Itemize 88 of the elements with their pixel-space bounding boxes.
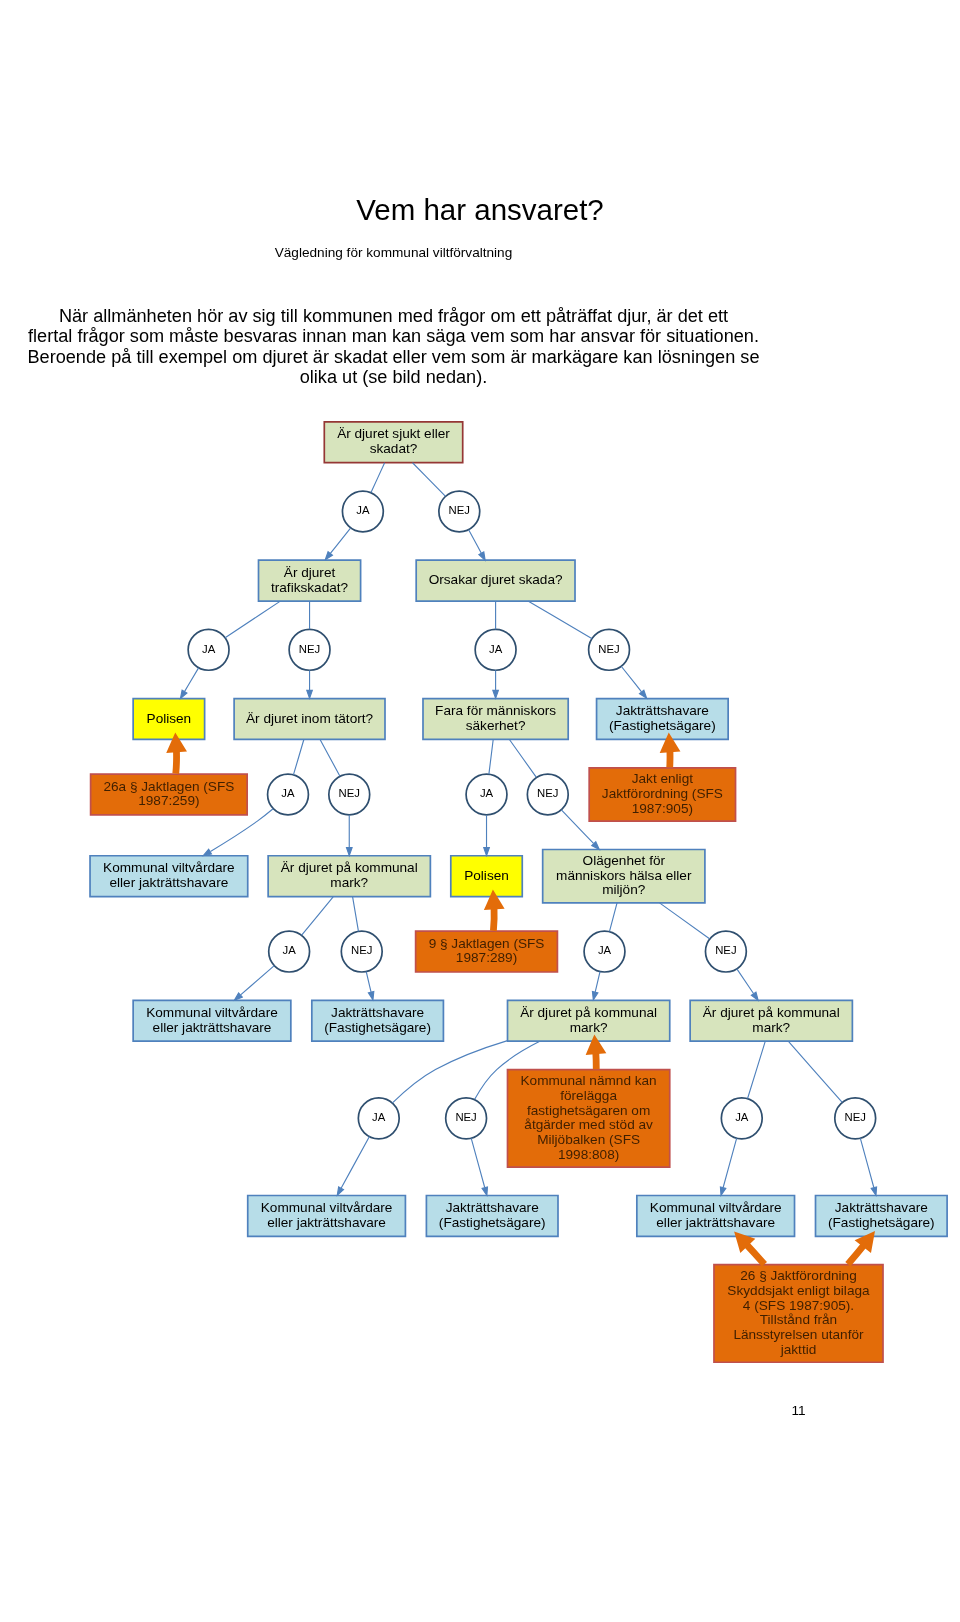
connector bbox=[411, 461, 446, 497]
node-box: Jakträttshavare (Fastighetsägare) bbox=[425, 1194, 559, 1237]
node-circle: JA bbox=[583, 929, 626, 973]
node-box: Kommunal viltvårdare eller jakträttshavare bbox=[246, 1194, 407, 1237]
arrow bbox=[483, 889, 505, 931]
diagram-title: Vem har ansvaret? bbox=[356, 192, 604, 226]
connector bbox=[527, 600, 593, 639]
node-circle: JA bbox=[267, 929, 311, 973]
node-box: 26a § Jaktlagen (SFS 1987:259) bbox=[89, 772, 248, 816]
node-circle: JA bbox=[465, 772, 508, 816]
arrow bbox=[620, 665, 648, 699]
arrow bbox=[591, 970, 601, 1002]
node-circle: NEJ bbox=[833, 1096, 877, 1140]
node-circle: NEJ bbox=[704, 929, 748, 973]
node-circle: JA bbox=[341, 489, 385, 533]
node-circle: NEJ bbox=[444, 1096, 488, 1140]
node-box: Jakträttshavare (Fastighetsägare) bbox=[814, 1194, 948, 1237]
arrow bbox=[336, 1135, 370, 1197]
node-circle: NEJ bbox=[328, 772, 371, 816]
node-box: Är djuret på kommunal mark? bbox=[506, 999, 671, 1042]
node-circle: NEJ bbox=[288, 628, 331, 671]
node-circle: JA bbox=[187, 628, 230, 671]
arrow bbox=[859, 1137, 878, 1197]
node-circle: NEJ bbox=[438, 489, 481, 533]
arrow bbox=[482, 814, 491, 857]
node-box: Fara för människors säkerhet? bbox=[422, 697, 570, 740]
arrow bbox=[736, 967, 760, 1002]
node-circle: NEJ bbox=[340, 929, 383, 973]
connector bbox=[301, 895, 334, 936]
connector bbox=[474, 1040, 541, 1100]
connector bbox=[370, 461, 386, 493]
arrow bbox=[201, 807, 274, 857]
node-circle: JA bbox=[357, 1096, 401, 1140]
arrow bbox=[166, 731, 187, 774]
connector bbox=[747, 1040, 766, 1099]
node-box: Jakträttshavare (Fastighetsägare) bbox=[595, 697, 729, 740]
node-circle: NEJ bbox=[526, 772, 570, 816]
connector bbox=[319, 738, 341, 777]
connector bbox=[224, 600, 281, 638]
connector bbox=[309, 600, 311, 630]
node-box: Kommunal viltvårdare eller jakträttshavare bbox=[132, 999, 292, 1042]
node-box: Kommunal viltvårdare eller jakträttshavare bbox=[89, 854, 249, 897]
node-circle: JA bbox=[266, 772, 310, 816]
arrow bbox=[585, 1033, 607, 1069]
node-box: 9 § Jaktlagen (SFS 1987:289) bbox=[414, 929, 559, 973]
connector bbox=[292, 738, 305, 775]
connector bbox=[352, 895, 360, 932]
node-box: Är djuret på kommunal mark? bbox=[267, 854, 432, 897]
connector bbox=[391, 1039, 509, 1103]
node-box: Kommunal nämnd kan förelägga fastighetsägaren om åtgärder med stöd av Miljöbalken (SFS 1998:808) bbox=[506, 1068, 671, 1168]
connector bbox=[788, 1040, 843, 1103]
node-box: Olägenhet för människors hälsa eller miljön? bbox=[541, 848, 706, 904]
label: Vägledning för kommunal viltförvaltning bbox=[274, 244, 513, 260]
label: När allmänheten hör av sig till kommunen med frågor om ett påträffat djur, är det ett flertal frågor som måste besvaras innan man kan säga vem som har ansvar för situationen. Beroende på till exempel om djuret är skadat eller vem som är markägare kan lösningen se olika ut (se bild nedan). bbox=[27, 305, 760, 387]
connector bbox=[608, 901, 618, 932]
arrow bbox=[179, 666, 200, 700]
node-box: Jakt enligt Jaktförordning (SFS 1987:905) bbox=[588, 766, 737, 822]
node-box: Polisen bbox=[132, 697, 206, 740]
node-box: Orsakar djuret skada? bbox=[415, 558, 576, 602]
arrow bbox=[345, 814, 353, 857]
arrow bbox=[305, 669, 314, 700]
label: 11 bbox=[791, 1402, 806, 1418]
arrow bbox=[365, 970, 375, 1002]
node-box: Är djuret inom tätort? bbox=[233, 697, 386, 740]
arrow bbox=[233, 964, 275, 1001]
arrow bbox=[719, 1137, 738, 1197]
arrow bbox=[324, 527, 352, 561]
arrow bbox=[845, 1230, 875, 1267]
node-box: Är djuret sjukt eller skadat? bbox=[323, 420, 464, 463]
node-box: Är djuret trafikskadat? bbox=[257, 558, 362, 602]
arrow bbox=[659, 731, 681, 767]
node-circle: JA bbox=[720, 1096, 764, 1140]
node-circle: NEJ bbox=[587, 628, 631, 671]
node-box: Jakträttshavare (Fastighetsägare) bbox=[310, 999, 445, 1042]
connector bbox=[495, 600, 497, 630]
arrow bbox=[492, 669, 500, 700]
node-circle: JA bbox=[474, 628, 517, 671]
connector bbox=[488, 738, 494, 775]
node-box: Polisen bbox=[449, 854, 524, 897]
arrow bbox=[470, 1137, 489, 1197]
arrow bbox=[468, 528, 486, 562]
connector bbox=[658, 901, 711, 939]
arrow bbox=[560, 808, 601, 851]
node-box: 26 § Jaktförordning Skyddsjakt enligt bilaga 4 (SFS 1987:905). Tillstånd från Länsstyrelsen utanför jakttid bbox=[713, 1263, 884, 1363]
node-box: Är djuret på kommunal mark? bbox=[689, 999, 854, 1042]
connector bbox=[509, 738, 537, 778]
node-box: Kommunal viltvårdare eller jakträttshavare bbox=[636, 1194, 796, 1237]
arrow bbox=[734, 1231, 767, 1267]
